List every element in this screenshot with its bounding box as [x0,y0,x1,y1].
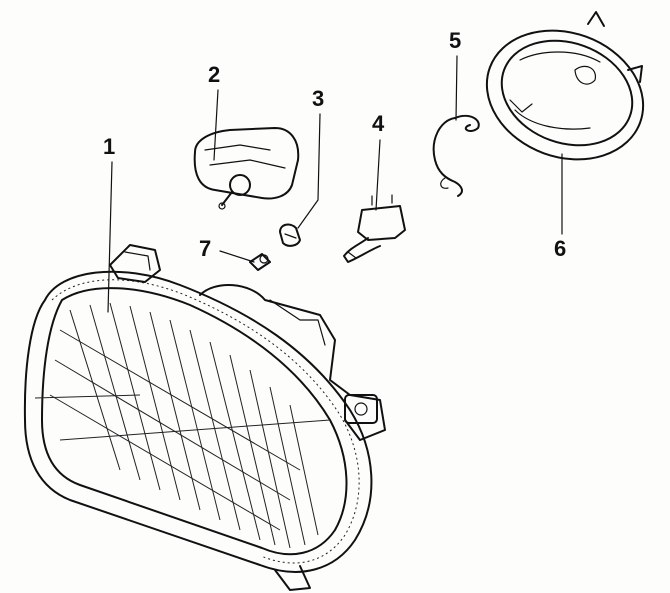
bulb-holder [279,223,301,247]
callout-1: 1 [103,134,116,159]
leader-line-3 [297,113,321,229]
leader-line-2 [213,89,219,161]
callout-6: 6 [554,236,567,261]
leader-line-4 [375,139,381,211]
leader-lines [107,55,563,313]
parking-light-bulb [249,253,271,271]
retaining-spring-clip [432,114,480,197]
rear-cover-cap [485,11,645,161]
callout-7: 7 [199,236,212,261]
callout-2: 2 [208,62,221,87]
callout-3: 3 [312,86,325,111]
fog-bulb-socket [193,127,300,210]
leader-line-5 [455,55,458,121]
leader-line-7 [219,250,255,263]
h4-halogen-bulb [343,194,406,263]
headlight-housing [23,244,386,591]
leader-line-1 [107,161,113,313]
callout-4: 4 [372,111,385,136]
callout-5: 5 [449,28,462,53]
